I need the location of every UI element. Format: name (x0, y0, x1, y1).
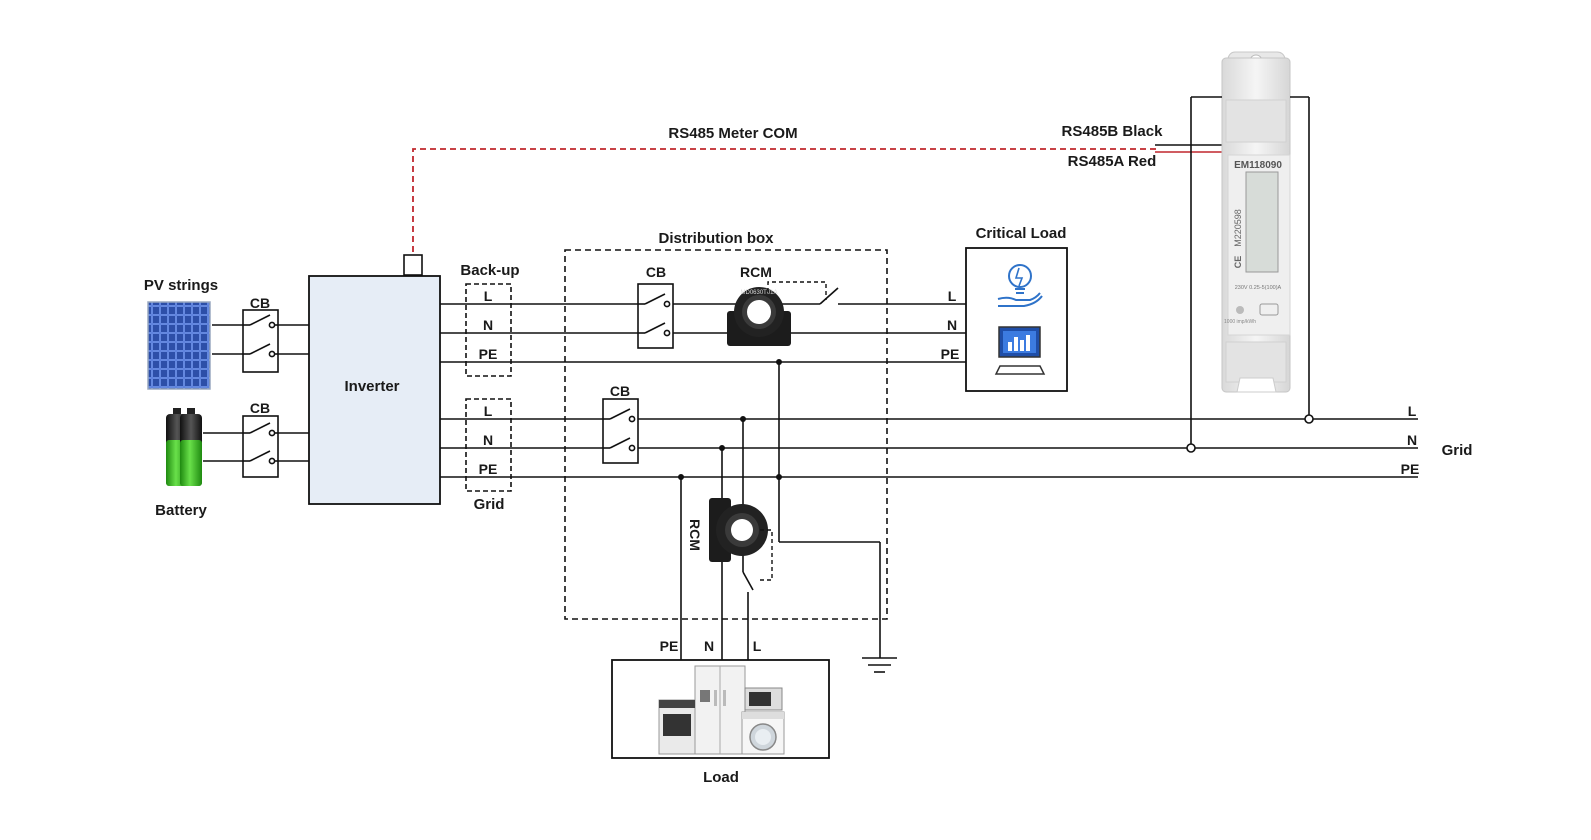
backup-l-label: L (484, 288, 493, 304)
backup-port (465, 283, 512, 377)
energy-meter: EM118090 M220598 CE 230V 0.25-5(100)A 10… (1221, 51, 1291, 393)
grid-port-pe-label: PE (479, 461, 498, 477)
distribution-box (564, 249, 888, 620)
meter-rating: 230V 0.25-5(100)A (1235, 285, 1282, 291)
grid-circuit-breaker (602, 398, 639, 464)
pv-cb-label: CB (250, 295, 270, 311)
distribution-box-label: Distribution box (659, 230, 775, 247)
critical-load-l-label: L (948, 288, 957, 304)
load-rcm-sensor (709, 498, 768, 562)
meter-serial: M220598 (1233, 209, 1243, 247)
backup-rcm-trip-link (767, 281, 827, 300)
meter-l-terminal (1304, 414, 1314, 424)
backup-pe-label: PE (479, 346, 498, 362)
lightbulb-hand-icon (997, 264, 1043, 307)
grid-n-label: N (1407, 432, 1417, 448)
backup-n-label: N (483, 317, 493, 333)
inverter-label: Inverter (344, 378, 399, 395)
meter-ce-mark: CE (1233, 256, 1243, 269)
grid-port (465, 398, 512, 492)
backup-rcm-contact (819, 287, 839, 305)
grid-wires (440, 418, 1418, 478)
grid-port-l-label: L (484, 403, 493, 419)
backup-rcm-label: RCM (740, 264, 772, 280)
pe-junction-grid (776, 474, 782, 480)
pv-circuit-breaker (242, 309, 279, 373)
meter-model: EM118090 (1234, 160, 1282, 171)
grid-l-label: L (1408, 403, 1417, 419)
backup-rcm-sensor: MD0630T01A (727, 287, 791, 346)
inverter (308, 254, 441, 505)
grid-port-label: Grid (474, 496, 505, 513)
computer-icon (994, 326, 1046, 375)
load-l-label: L (753, 638, 762, 654)
rs485-port (403, 254, 423, 276)
load-rcm-label: RCM (687, 519, 703, 551)
rs485a-label: RS485A Red (1068, 153, 1157, 170)
pe-earthing (778, 362, 897, 673)
backup-rcm-marking: MD0630T01A (740, 290, 777, 296)
appliances-icon (658, 665, 785, 755)
pv-strings-label: PV strings (144, 277, 218, 294)
grid-label: Grid (1442, 442, 1473, 459)
load-n-label: N (704, 638, 714, 654)
meter-n-terminal (1186, 443, 1196, 453)
rs485b-label: RS485B Black (1062, 123, 1164, 140)
battery-label: Battery (155, 502, 207, 519)
critical-load-pe-label: PE (941, 346, 960, 362)
backup-cb-label: CB (646, 264, 666, 280)
pe-junction-backup (776, 359, 782, 365)
battery-icon (166, 408, 202, 486)
battery-circuit-breaker (242, 415, 279, 478)
battery-cb-label: CB (250, 400, 270, 416)
critical-load-label: Critical Load (976, 225, 1067, 242)
backup-circuit-breaker (637, 283, 674, 349)
rs485-com-line (412, 144, 1222, 252)
grid-port-n-label: N (483, 432, 493, 448)
rs485-meter-com-label: RS485 Meter COM (668, 125, 797, 142)
load-rcm-trip-link (758, 529, 773, 581)
load-pe-label: PE (660, 638, 679, 654)
grid-cb-label: CB (610, 383, 630, 399)
backup-port-label: Back-up (460, 262, 519, 279)
grid-pe-label: PE (1401, 461, 1420, 477)
load-label: Load (703, 769, 739, 786)
meter-wiring (1190, 96, 1310, 448)
solar-panel-icon (147, 301, 211, 390)
meter-constant: 1000 imp/kWh (1224, 319, 1256, 325)
critical-load-n-label: N (947, 317, 957, 333)
